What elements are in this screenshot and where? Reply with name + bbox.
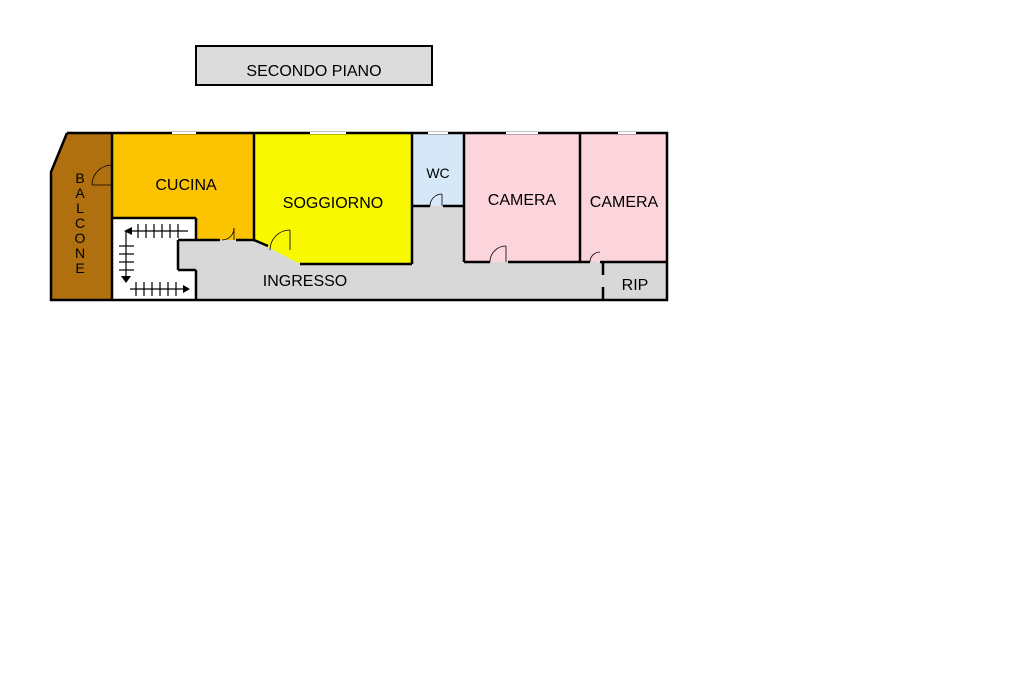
stairwell: [112, 218, 196, 300]
label-rip: RIP: [622, 277, 649, 294]
label-soggiorno: SOGGIORNO: [283, 195, 383, 212]
room-wc: [412, 133, 464, 206]
door-swings: [91, 164, 601, 263]
room-camera-2: [580, 133, 667, 262]
label-ingresso: INGRESSO: [263, 273, 347, 290]
balcone-letter: L: [76, 200, 84, 216]
room-camera-1: [464, 133, 580, 262]
label-camera-2: CAMERA: [590, 194, 659, 211]
room-cucina: [112, 133, 254, 240]
room-soggiorno: [254, 133, 412, 264]
balcone-letter: O: [75, 230, 86, 246]
balcone-label: B A L C O N E: [75, 170, 86, 276]
floor-title: SECONDO PIANO: [246, 63, 381, 80]
label-camera-1: CAMERA: [488, 192, 557, 209]
label-cucina: CUCINA: [155, 177, 217, 194]
balcone-letter: E: [75, 260, 84, 276]
label-wc: WC: [426, 165, 449, 181]
balcone-letter: N: [75, 245, 85, 261]
balcone-letter: A: [75, 185, 85, 201]
balcone-letter: B: [75, 170, 84, 186]
walls: [49, 131, 669, 302]
room-balcone: [51, 133, 112, 300]
floor-title-box: SECONDO PIANO: [195, 45, 433, 86]
balcone-letter: C: [75, 215, 85, 231]
